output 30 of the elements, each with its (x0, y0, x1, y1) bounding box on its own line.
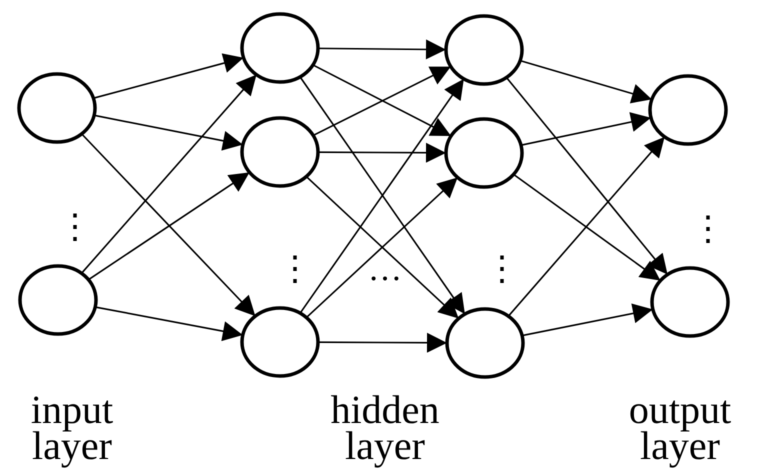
arrow (318, 39, 446, 60)
arrow (95, 306, 243, 342)
arrow (88, 172, 250, 280)
ellipsis: ⋮ (691, 213, 725, 247)
ellipsis: ⋮ (278, 253, 312, 287)
arrow (520, 60, 652, 104)
ellipsis: … (368, 253, 402, 287)
arrow (94, 114, 244, 151)
arrow (513, 174, 661, 282)
arrow (93, 53, 244, 99)
neuron-circle (444, 14, 524, 86)
neuron-circle (444, 117, 524, 189)
neuron-circle (17, 72, 97, 144)
arrow (522, 304, 654, 336)
arrow (318, 332, 447, 353)
neuron-circle (648, 74, 728, 146)
neuron-circle (240, 116, 320, 188)
neuron-circle (650, 266, 730, 338)
neuron-circle (18, 264, 98, 336)
neuron-circle (240, 306, 320, 378)
arrow (81, 133, 256, 317)
neuron-circle (445, 307, 525, 379)
arrow (508, 136, 666, 317)
ellipsis: ⋮ (58, 211, 92, 245)
neuron-circle (240, 12, 320, 84)
arrow (318, 142, 446, 163)
arrow (506, 76, 668, 276)
arrow (80, 74, 258, 274)
ellipsis: ⋮ (485, 253, 519, 287)
arrow (520, 112, 652, 146)
